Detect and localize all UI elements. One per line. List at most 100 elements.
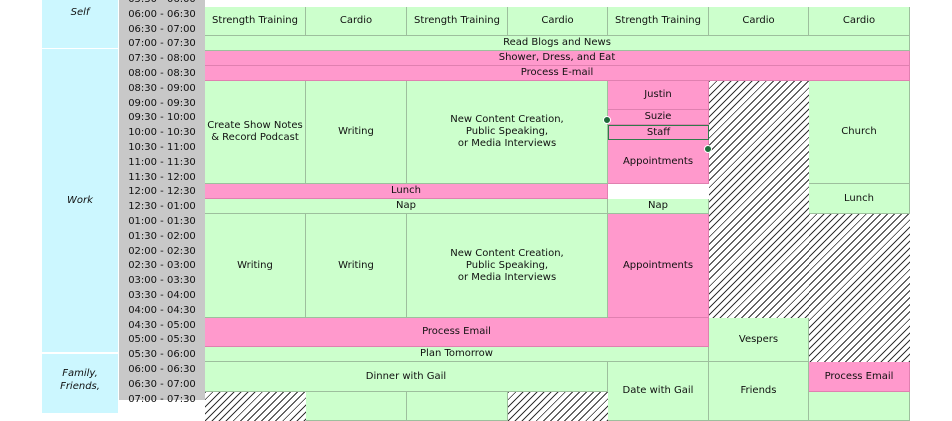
event-label: Writing <box>237 259 273 271</box>
event-vespers[interactable]: Vespers <box>709 318 809 362</box>
event-label: Appointments <box>622 259 694 271</box>
event-label: Appointments <box>622 155 694 167</box>
event-label: Strength Training <box>414 15 500 26</box>
time-slot-label: 04:30 - 05:00 <box>128 319 196 331</box>
event-read-blogs[interactable]: Read Blogs and News <box>205 36 910 51</box>
event-shower-dress-eat[interactable]: Shower, Dress, and Eat <box>205 51 910 66</box>
time-slot-label: 12:30 - 01:00 <box>128 201 196 213</box>
time-slot-label: 06:00 - 06:30 <box>128 364 196 375</box>
resize-handle-bottom-right[interactable] <box>704 145 712 153</box>
event-lunch-weekday[interactable]: Lunch <box>205 184 608 199</box>
event-writing-morning[interactable]: Writing <box>306 81 407 184</box>
resize-handle-top-left[interactable] <box>603 116 611 124</box>
event-label: Date with Gail <box>622 385 694 396</box>
event-cardio-4[interactable]: Cardio <box>809 7 910 36</box>
event-suzie[interactable]: Suzie <box>608 110 709 125</box>
time-slot-label: 08:30 - 09:00 <box>128 82 196 94</box>
time-slot-label: 07:30 - 08:00 <box>128 53 196 65</box>
event-label: Lunch <box>391 185 421 196</box>
time-slot-label: 02:30 - 03:00 <box>128 260 196 272</box>
event-evening-empty-2[interactable] <box>306 392 407 421</box>
category-label-self: Self <box>70 6 90 18</box>
event-label: New Content Creation, Public Speaking, o… <box>450 114 564 149</box>
event-appointments-morning[interactable]: Appointments <box>608 140 709 184</box>
event-cardio-3[interactable]: Cardio <box>709 7 809 36</box>
event-process-email-sunday[interactable]: Process Email <box>809 362 910 392</box>
event-content-creation-morning[interactable]: New Content Creation, Public Speaking, o… <box>407 81 608 184</box>
time-slot-label: 01:00 - 01:30 <box>128 216 196 227</box>
category-label-family: Family, Friends, <box>60 367 100 392</box>
event-cardio-1[interactable]: Cardio <box>306 7 407 36</box>
event-friends[interactable]: Friends <box>709 362 809 421</box>
event-label: Cardio <box>541 15 574 26</box>
event-label: Nap <box>648 200 668 211</box>
event-justin[interactable]: Justin <box>608 81 709 110</box>
event-label: Cardio <box>742 15 775 26</box>
time-slot-label: 05:00 - 05:30 <box>128 334 196 346</box>
event-blocked-thu[interactable] <box>709 81 809 318</box>
event-writing-afternoon-2[interactable]: Writing <box>306 214 407 318</box>
event-evening-empty-7[interactable] <box>809 392 910 421</box>
event-label: New Content Creation, Public Speaking, o… <box>450 247 564 283</box>
event-church[interactable]: Church <box>809 81 910 184</box>
event-appointments-afternoon[interactable]: Appointments <box>608 214 709 318</box>
event-strength-training-1[interactable]: Strength Training <box>205 7 306 36</box>
time-slot-label: 05:30 - 06:00 <box>119 0 205 7</box>
event-date-with-gail[interactable]: Date with Gail <box>608 362 709 421</box>
time-slot-label: 11:00 - 11:30 <box>128 156 196 168</box>
event-label: Strength Training <box>615 15 701 26</box>
event-create-show-notes[interactable]: Create Show Notes & Record Podcast <box>205 81 306 184</box>
event-cardio-2[interactable]: Cardio <box>508 7 608 36</box>
event-dinner-with-gail[interactable]: Dinner with Gail <box>205 362 608 392</box>
event-label: Cardio <box>339 15 373 26</box>
time-slot-label: 08:00 - 08:30 <box>128 68 196 79</box>
time-slot-label: 04:00 - 04:30 <box>128 304 196 316</box>
event-label: Church <box>841 126 877 137</box>
time-slot-label: 06:00 - 06:30 <box>128 8 196 20</box>
time-slot-label: 12:00 - 12:30 <box>128 186 196 198</box>
event-plan-tomorrow[interactable]: Plan Tomorrow <box>205 347 709 362</box>
time-slot-label: 07:00 - 07:30 <box>128 38 196 50</box>
event-content-creation-afternoon[interactable]: New Content Creation, Public Speaking, o… <box>407 214 608 318</box>
event-strength-training-2[interactable]: Strength Training <box>407 7 508 36</box>
time-slot-label: 10:00 - 10:30 <box>128 127 196 139</box>
event-label: Staff <box>646 126 671 138</box>
time-slot-label: 11:30 - 12:00 <box>128 171 196 183</box>
time-slot-label: 06:30 - 07:00 <box>128 23 196 35</box>
event-process-email-afternoon[interactable]: Process Email <box>205 318 709 347</box>
time-slot-label: 07:00 - 07:30 <box>128 393 196 405</box>
event-nap-fri[interactable]: Nap <box>608 199 709 214</box>
event-nap-weekday[interactable]: Nap <box>205 199 608 214</box>
event-lunch-sunday[interactable]: Lunch <box>809 184 910 214</box>
event-blocked-evening-1[interactable] <box>205 392 306 421</box>
event-blocked-evening-4[interactable] <box>508 392 608 421</box>
event-label: Justin <box>644 89 672 100</box>
event-label: Process E-mail <box>520 67 594 78</box>
category-work: Work <box>42 48 119 352</box>
event-process-email-morning[interactable]: Process E-mail <box>205 66 910 81</box>
event-label: Lunch <box>844 192 874 204</box>
event-label: Process Email <box>824 370 894 382</box>
category-self: Self <box>42 0 119 48</box>
event-blocked-sun[interactable] <box>809 214 910 362</box>
event-label: Vespers <box>738 333 779 345</box>
event-label: Shower, Dress, and Eat <box>498 52 616 63</box>
event-label: Dinner with Gail <box>365 370 447 382</box>
time-slot-label: 05:30 - 06:00 <box>128 349 196 361</box>
event-label: Create Show Notes & Record Podcast <box>207 120 303 143</box>
event-writing-afternoon-1[interactable]: Writing <box>205 214 306 318</box>
event-strength-training-3[interactable]: Strength Training <box>608 7 709 36</box>
time-slot-label: 03:00 - 03:30 <box>128 275 196 287</box>
time-slot-label: 03:30 - 04:00 <box>128 290 196 301</box>
event-label: Cardio <box>842 15 876 26</box>
time-slot-label: 09:00 - 09:30 <box>128 97 196 109</box>
event-label: Writing <box>338 259 374 271</box>
event-staff[interactable]: Staff <box>608 125 709 140</box>
time-slot-label: 01:30 - 02:00 <box>128 230 196 242</box>
time-slot-label: 10:30 - 11:00 <box>128 142 196 153</box>
event-evening-empty-3[interactable] <box>407 392 508 421</box>
event-label: Strength Training <box>212 15 298 26</box>
category-family: Family, Friends, <box>42 353 119 413</box>
category-label-work: Work <box>67 195 93 206</box>
